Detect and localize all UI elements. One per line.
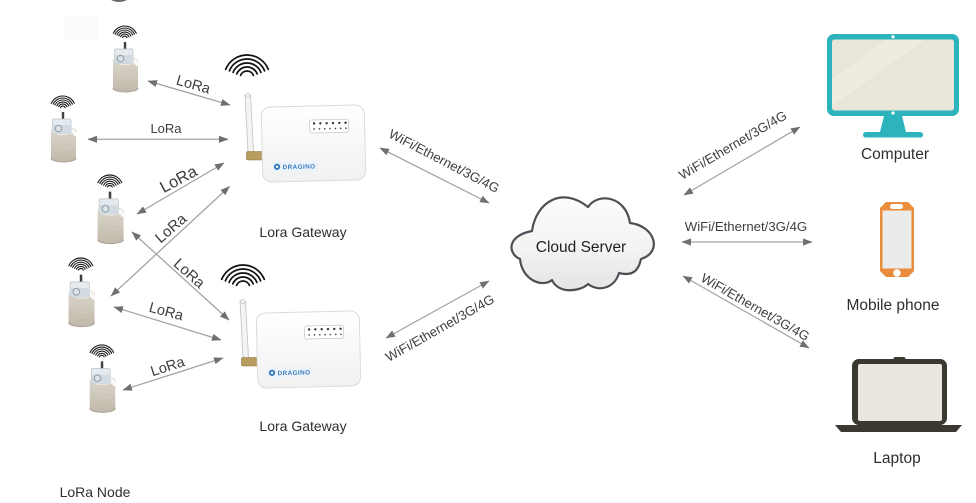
svg-text:WiFi/Ethernet/3G/4G: WiFi/Ethernet/3G/4G — [386, 126, 501, 196]
svg-text:LoRa Node: LoRa Node — [60, 484, 131, 500]
svg-text:Laptop: Laptop — [873, 450, 920, 467]
svg-text:Lora Gateway: Lora Gateway — [259, 418, 346, 434]
svg-text:Mobile phone: Mobile phone — [846, 297, 939, 314]
svg-text:Cloud Server: Cloud Server — [536, 239, 626, 256]
svg-text:WiFi/Ethernet/3G/4G: WiFi/Ethernet/3G/4G — [685, 219, 807, 234]
svg-text:LoRa: LoRa — [149, 354, 188, 380]
svg-text:WiFi/Ethernet/3G/4G: WiFi/Ethernet/3G/4G — [676, 108, 789, 183]
svg-text:LoRa: LoRa — [147, 300, 186, 325]
svg-text:LoRa: LoRa — [170, 255, 209, 292]
svg-text:Computer: Computer — [861, 146, 929, 163]
svg-text:LoRa: LoRa — [157, 162, 201, 197]
svg-text:WiFi/Ethernet/3G/4G: WiFi/Ethernet/3G/4G — [383, 291, 497, 364]
svg-text:WiFi/Ethernet/3G/4G: WiFi/Ethernet/3G/4G — [698, 270, 812, 344]
svg-text:LoRa: LoRa — [150, 121, 182, 136]
svg-text:Lora Gateway: Lora Gateway — [259, 224, 346, 240]
